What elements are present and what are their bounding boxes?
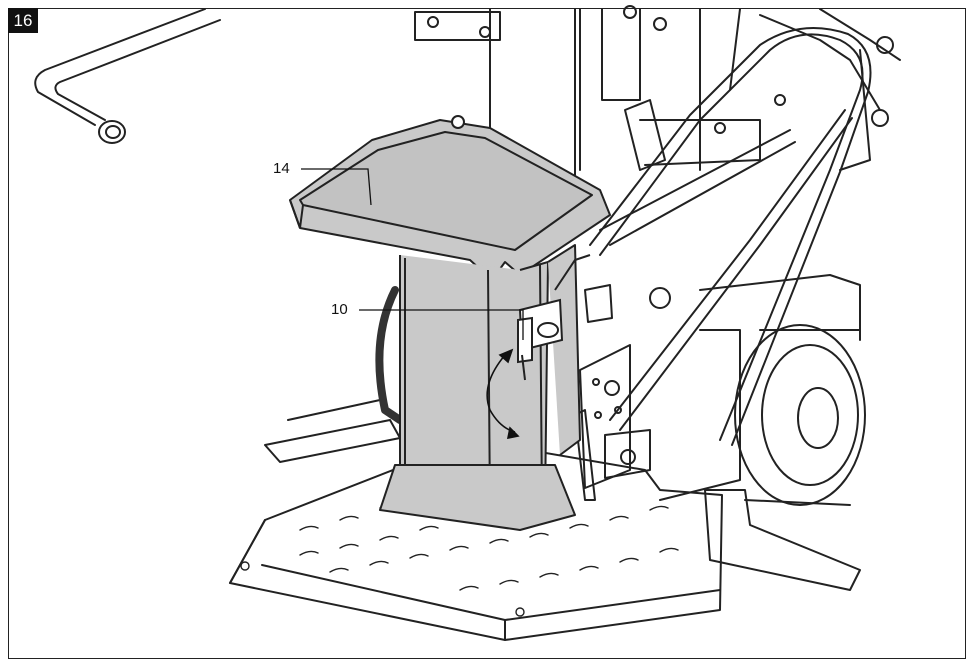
- rotate-arrow-icon: [486, 348, 520, 440]
- figure-number-badge: 16: [8, 8, 38, 33]
- callout-leaders: [301, 168, 524, 340]
- callout-10: 10: [331, 301, 348, 318]
- wheel: [734, 324, 866, 506]
- locking-pin: [517, 254, 591, 381]
- support-table: [289, 115, 611, 531]
- callout-14: 14: [273, 160, 290, 177]
- tubular-frame: [589, 27, 872, 446]
- splitter-column: [414, 5, 901, 176]
- base-plate: [229, 439, 723, 641]
- mounting-plate: [579, 344, 651, 489]
- handle-bar: [34, 8, 221, 144]
